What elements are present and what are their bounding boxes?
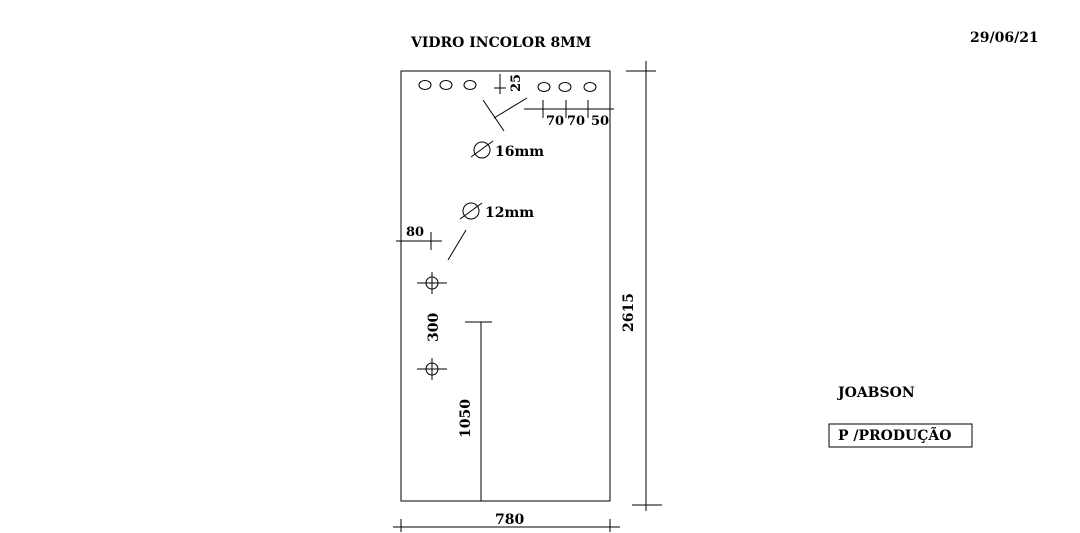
author-name: JOABSON	[836, 385, 915, 401]
hole-label-16mm: 16mm	[495, 144, 544, 160]
top-left-holes	[418, 80, 477, 90]
hole-spacing-1-label: 70	[546, 114, 564, 129]
hole-16mm	[537, 82, 551, 92]
top-offset-dimension: 25	[494, 74, 524, 94]
callout-12mm: 12mm	[447, 202, 534, 261]
left-offset-dimension: 80	[396, 225, 442, 250]
fixing-hole-lower	[417, 358, 447, 380]
glass-panel-outline	[400, 70, 611, 502]
handle-height-label: 1050	[458, 399, 474, 438]
left-offset-label: 80	[406, 225, 424, 240]
edge-offset-label: 50	[591, 114, 609, 129]
drawing-date: 29/06/21	[970, 30, 1039, 46]
hole-16mm	[439, 80, 453, 90]
hole-spacing-2-label: 70	[567, 114, 585, 129]
total-height-label: 2615	[621, 293, 637, 332]
hole-16mm	[583, 82, 597, 92]
hole-16mm	[463, 80, 477, 90]
drawing-title: VIDRO INCOLOR 8MM	[410, 35, 591, 51]
total-height-dimension: 2615	[621, 61, 662, 511]
total-width-dimension: 780	[393, 512, 620, 532]
top-right-holes	[537, 82, 597, 92]
vertical-spacing-label: 300	[426, 313, 442, 342]
handle-height-dimension: 1050	[458, 321, 492, 501]
diameter-symbol	[462, 202, 480, 220]
hole-16mm	[418, 80, 432, 90]
hole-label-12mm: 12mm	[485, 205, 534, 221]
hole-spacing-dimension: 70 70 50	[524, 100, 614, 129]
hole-16mm	[558, 82, 572, 92]
top-offset-label: 25	[509, 74, 524, 92]
fixing-hole-upper	[417, 272, 447, 294]
production-stamp: P /PRODUÇÃO	[838, 425, 951, 444]
callout-16mm: 16mm	[470, 97, 544, 160]
production-stamp-box	[828, 423, 973, 448]
total-width-label: 780	[495, 512, 524, 528]
diameter-symbol	[473, 141, 491, 159]
